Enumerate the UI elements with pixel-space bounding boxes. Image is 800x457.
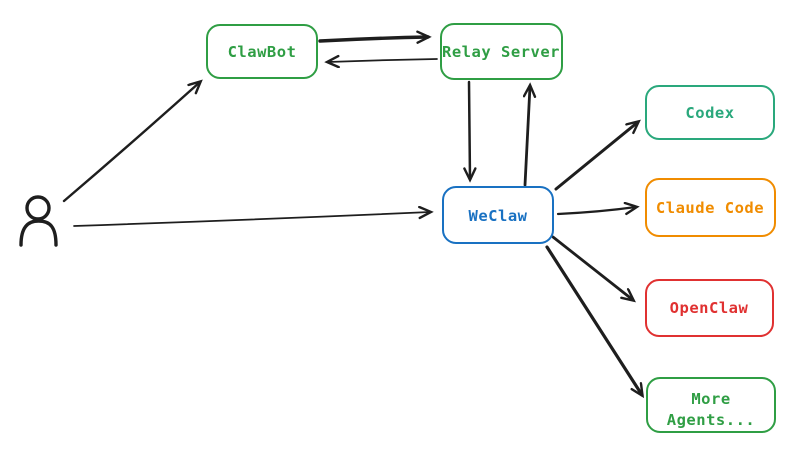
arrow-weclaw-to-relay-server bbox=[525, 86, 530, 187]
arrow-weclaw-to-claude-code bbox=[556, 207, 636, 216]
person-shoulders bbox=[19, 219, 58, 247]
codex-box bbox=[645, 85, 775, 140]
more-agents-label-line1: More bbox=[691, 390, 730, 408]
node-more-agents: More Agents... bbox=[646, 377, 776, 433]
openclaw-label: OpenClaw bbox=[670, 299, 749, 317]
more-agents-box bbox=[646, 377, 776, 433]
arrow-weclaw-to-codex bbox=[554, 122, 638, 191]
clawbot-box bbox=[206, 24, 318, 79]
weclaw-label: WeClaw bbox=[469, 207, 528, 225]
node-weclaw: WeClaw bbox=[442, 186, 554, 244]
arrow-relay-server-to-weclaw bbox=[469, 80, 470, 179]
node-openclaw: OpenClaw bbox=[645, 279, 774, 337]
arrow-user-to-weclaw bbox=[73, 212, 430, 227]
more-agents-label-line2: Agents... bbox=[667, 411, 756, 429]
codex-label: Codex bbox=[685, 104, 734, 122]
node-codex: Codex bbox=[645, 85, 775, 140]
node-relay-server: Relay Server bbox=[440, 23, 563, 80]
arrow-user-to-clawbot bbox=[62, 82, 200, 203]
user-person-icon bbox=[19, 195, 58, 247]
node-claude-code: Claude Code bbox=[645, 178, 776, 237]
relay-server-label: Relay Server bbox=[442, 43, 560, 61]
arrow-clawbot-to-relay-server bbox=[318, 37, 428, 41]
claude-code-label: Claude Code bbox=[656, 199, 764, 217]
weclaw-box bbox=[442, 186, 554, 244]
node-clawbot: ClawBot bbox=[206, 24, 318, 79]
person-head bbox=[25, 195, 51, 221]
arrow-relay-server-to-clawbot bbox=[328, 59, 438, 62]
claude-code-box bbox=[645, 178, 776, 237]
relay-server-box bbox=[440, 23, 563, 80]
clawbot-label: ClawBot bbox=[228, 43, 297, 61]
arrow-weclaw-to-openclaw bbox=[551, 235, 633, 300]
openclaw-box bbox=[645, 279, 774, 337]
arrow-weclaw-to-more-agents bbox=[545, 245, 642, 395]
